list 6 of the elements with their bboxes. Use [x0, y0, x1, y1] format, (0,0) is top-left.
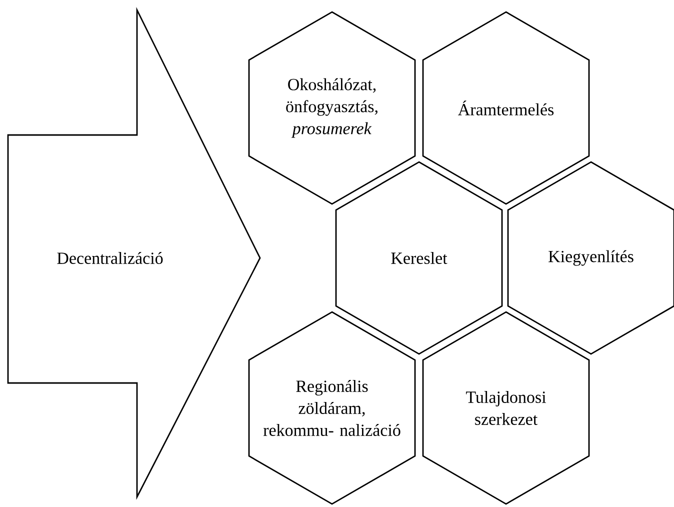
hexagon: Regionális zöldáram, rekommu- nalizáció: [248, 311, 416, 505]
hexagon: Kereslet: [335, 161, 503, 355]
hexagon: Tulajdonosi szerkezet: [422, 311, 590, 505]
hexagon: Áramtermelés: [422, 11, 590, 205]
hexagon: Okoshálózat, önfogyasztás, prosumerek: [248, 11, 416, 205]
hexagon: Kiegyenlítés: [507, 161, 674, 355]
